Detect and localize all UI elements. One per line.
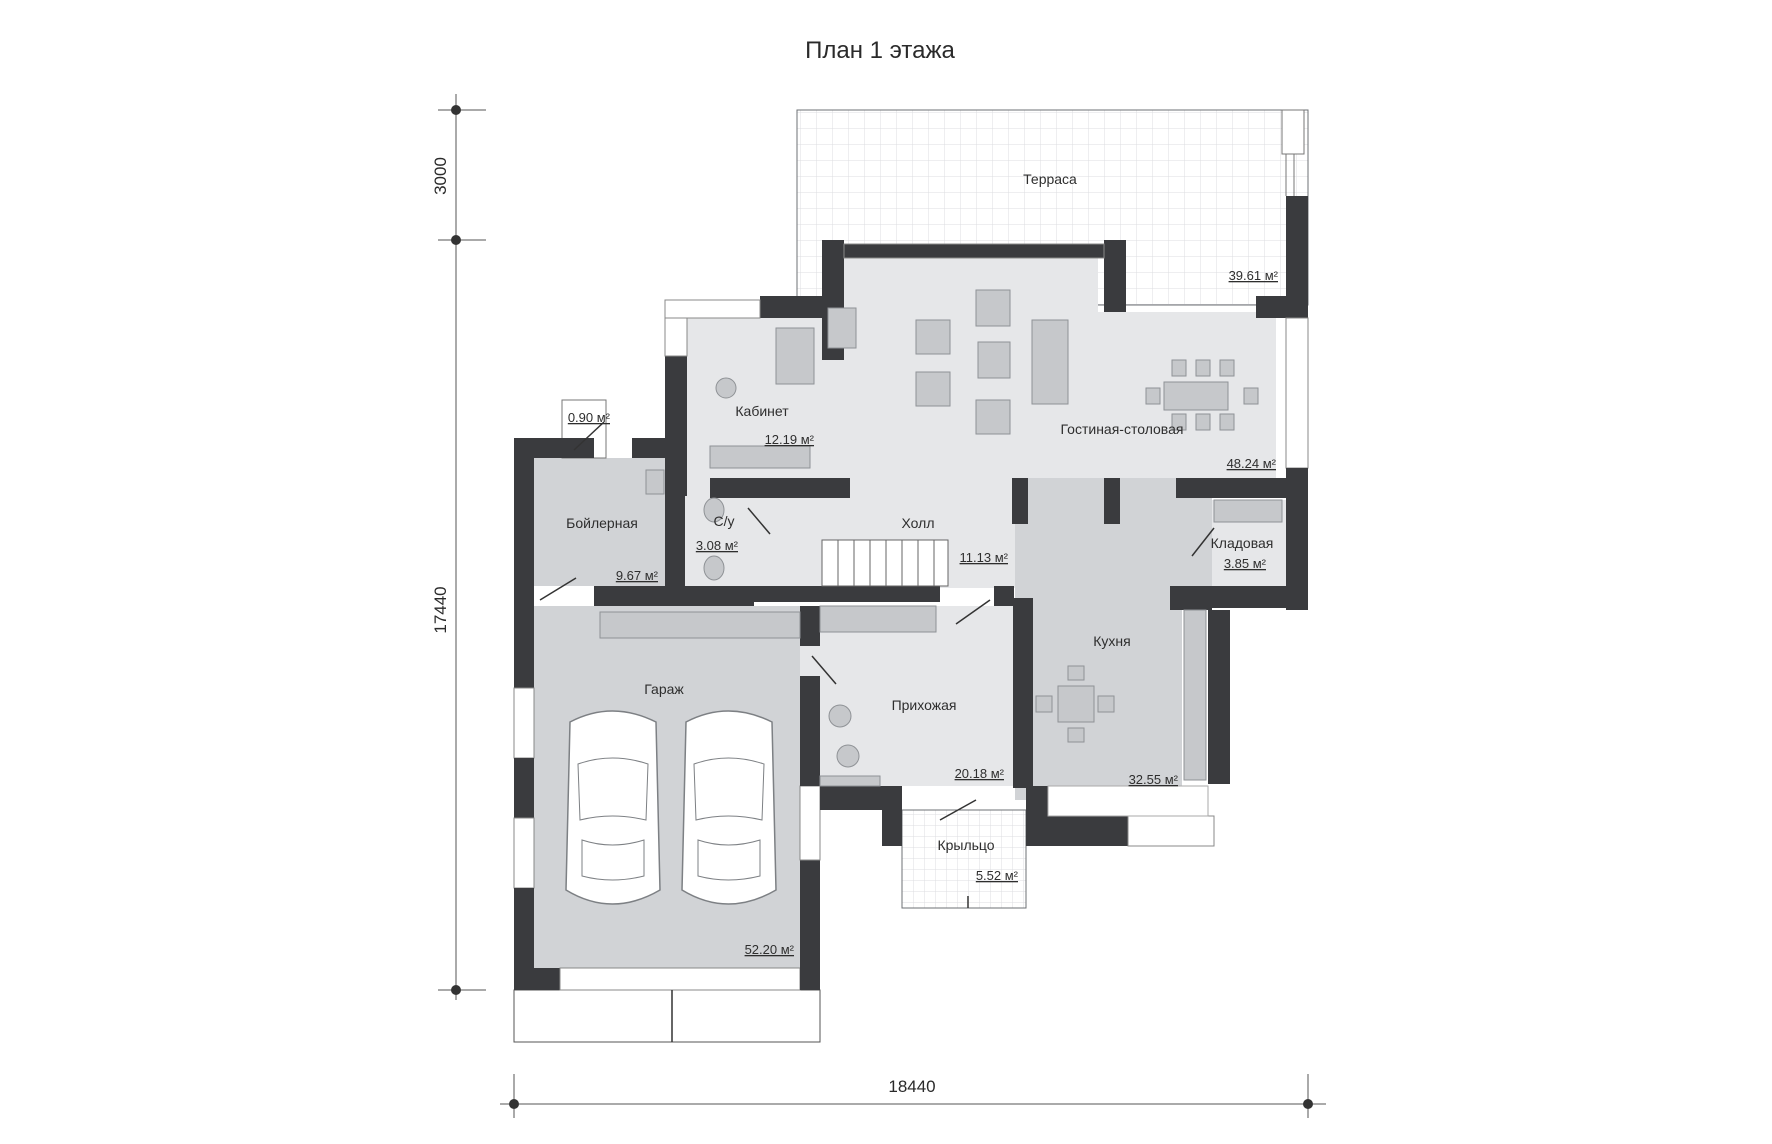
office-area: 12.19 м² (765, 432, 815, 447)
dimension-width: 18440 (888, 1077, 935, 1096)
porch-floor (901, 809, 1027, 909)
garage-area: 52.20 м² (745, 942, 795, 957)
furniture (599, 289, 1283, 787)
kitchen-area: 32.55 м² (1129, 772, 1179, 787)
pantry-name: Кладовая (1211, 535, 1274, 551)
pantry-area: 3.85 м² (1224, 556, 1267, 571)
page-title: План 1 этажа (805, 37, 955, 64)
living-room-name: Гостиная-столовая (1061, 421, 1184, 437)
living-room-area: 48.24 м² (1227, 456, 1277, 471)
car-right-icon (681, 710, 777, 905)
terrace-name: Терраса (1023, 171, 1077, 187)
doors (539, 421, 1215, 1042)
entry-floor (800, 606, 1013, 786)
walls (513, 196, 1309, 991)
porch-area: 5.52 м² (976, 868, 1019, 883)
entry-area: 20.18 м² (955, 766, 1005, 781)
dimension-terrace-depth: 3000 (431, 157, 450, 195)
vestibule-area: 0.90 м² (568, 410, 611, 425)
boiler-name: Бойлерная (566, 515, 638, 531)
car-left-icon (565, 710, 661, 905)
wc-name: С/у (714, 513, 735, 529)
wc-area: 3.08 м² (696, 538, 739, 553)
entry-name: Прихожая (892, 697, 957, 713)
garage-apron (513, 989, 821, 1043)
garage-name: Гараж (644, 681, 684, 697)
office-name: Кабинет (735, 403, 789, 419)
dimension-lines (438, 94, 1326, 1118)
hall-area: 11.13 м² (960, 550, 1009, 565)
kitchen-name: Кухня (1093, 633, 1130, 649)
porch-name: Крыльцо (937, 837, 994, 853)
hall-name: Холл (902, 515, 935, 531)
terrace-area: 39.61 м² (1229, 268, 1279, 283)
boiler-area: 9.67 м² (616, 568, 659, 583)
dimension-height: 17440 (431, 586, 450, 633)
